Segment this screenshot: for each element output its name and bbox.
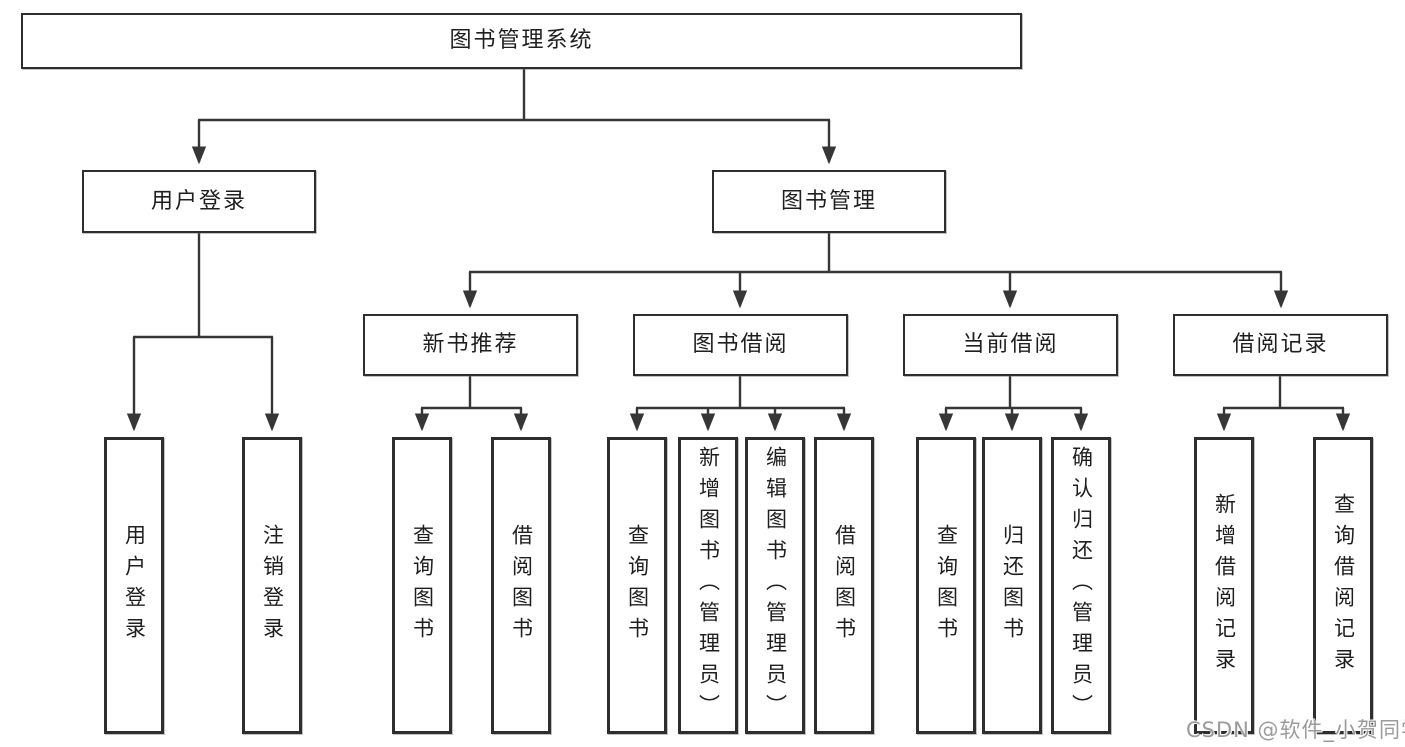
leaf-return-books: 归还图书: [982, 437, 1042, 734]
csdn-watermark: CSDN @软件_小贺同学: [1186, 718, 1405, 742]
leaf-edit-books-admin: 编辑图书（管理员）: [745, 437, 805, 734]
leaf-borrow-books-borrowing: 借阅图书: [814, 437, 874, 734]
leaf-query-borrow-record: 查询借阅记录: [1313, 437, 1373, 734]
leaf-query-books-current: 查询图书: [916, 437, 976, 734]
leaf-user-login: 用户登录: [104, 437, 164, 734]
leaf-add-books-admin: 新增图书（管理员）: [678, 437, 738, 734]
leaf-add-borrow-record: 新增借阅记录: [1194, 437, 1254, 734]
leaf-borrow-books-recommend: 借阅图书: [491, 437, 551, 734]
node-book-management: 图书管理: [712, 170, 946, 233]
node-borrowing-records: 借阅记录: [1173, 314, 1388, 376]
leaf-confirm-return-admin: 确认归还（管理员）: [1051, 437, 1111, 734]
node-user-login: 用户登录: [82, 170, 316, 233]
leaf-logout: 注销登录: [242, 437, 302, 734]
node-book-borrowing: 图书借阅: [633, 314, 848, 376]
leaf-query-books-borrowing: 查询图书: [607, 437, 667, 734]
node-current-borrowing: 当前借阅: [903, 314, 1118, 376]
node-library-management-system: 图书管理系统: [21, 13, 1022, 69]
node-new-book-recommendation: 新书推荐: [363, 314, 578, 376]
leaf-query-books-recommend: 查询图书: [392, 437, 452, 734]
